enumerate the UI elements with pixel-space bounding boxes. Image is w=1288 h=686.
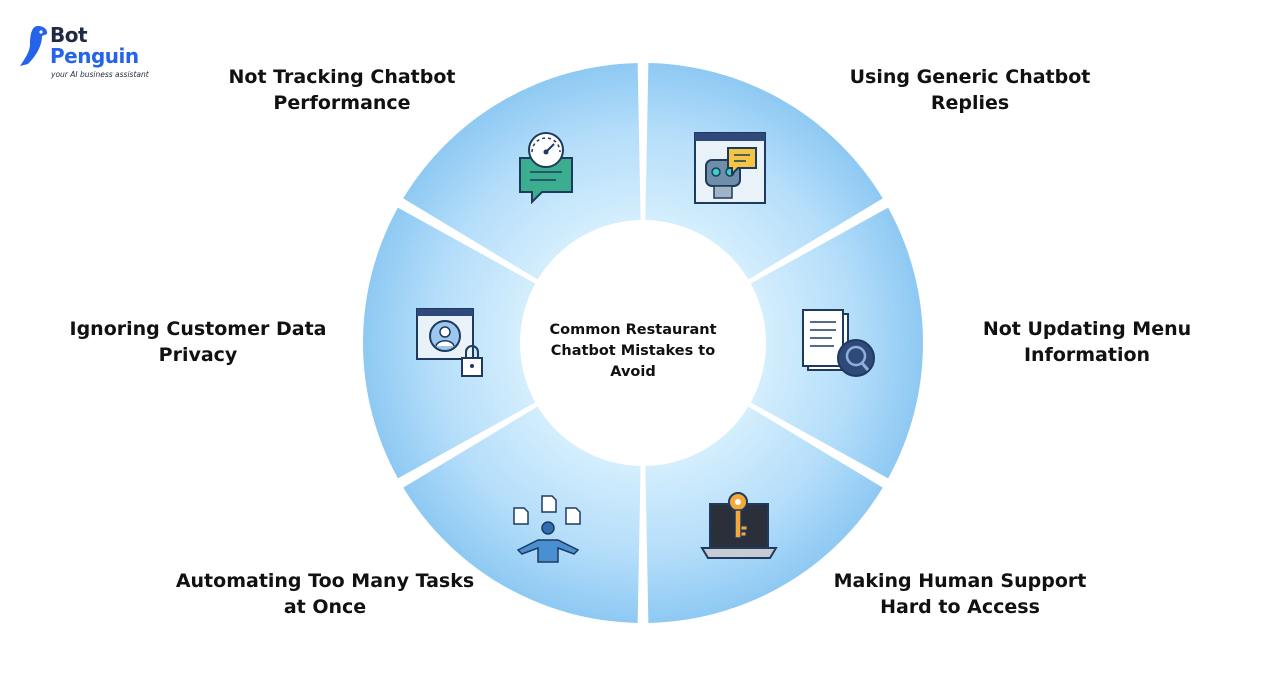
brand-name-line2: Penguin: [50, 44, 139, 68]
center-title: Common Restaurant Chatbot Mistakes to Av…: [549, 322, 717, 380]
penguin-logo-icon: [20, 26, 48, 66]
brand-tagline: your AI business assistant: [51, 70, 149, 79]
brand-name-line1: Bot: [50, 23, 88, 47]
label-human-support: Making Human Support Hard to Access: [833, 570, 1087, 618]
center-circle: [520, 220, 766, 466]
label-automating-tasks: Automating Too Many Tasks at Once: [175, 570, 475, 618]
label-not-tracking-performance: Not Tracking Chatbot Performance: [228, 66, 456, 114]
person-juggling-tasks-icon: [513, 495, 581, 563]
label-not-updating-menu: Not Updating Menu Information: [982, 318, 1192, 366]
robot-chat-icon: [694, 132, 766, 204]
brand-logo: Bot Penguin your AI business assistant: [18, 24, 158, 84]
document-search-icon: [802, 309, 875, 377]
chat-speedometer-icon: [519, 132, 573, 205]
profile-lock-icon: [416, 308, 483, 377]
laptop-key-icon: [700, 492, 778, 559]
label-data-privacy: Ignoring Customer Data Privacy: [69, 318, 327, 366]
label-generic-replies: Using Generic Chatbot Replies: [849, 66, 1091, 114]
